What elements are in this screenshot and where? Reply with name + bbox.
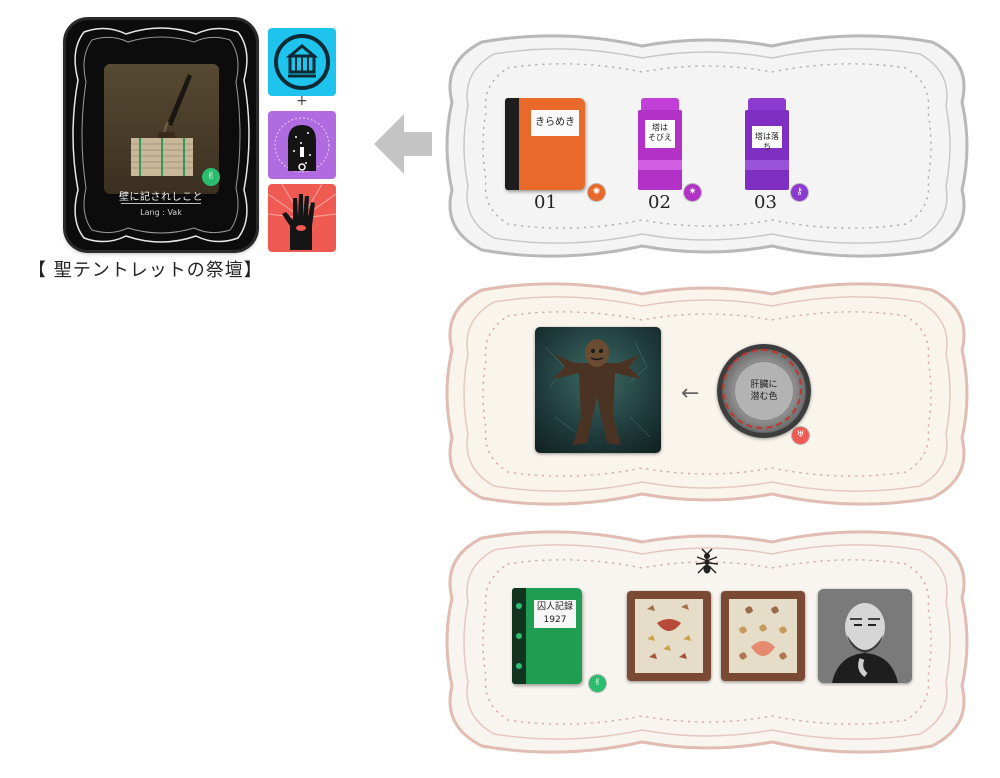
coin-ring	[722, 349, 802, 429]
colour-in-the-liver-coin[interactable]: 肝臓に潜む色	[717, 344, 811, 438]
ghostly-figure-painting[interactable]	[535, 327, 661, 453]
fish-panel	[445, 282, 969, 506]
key-aspect-icon: ⚷	[791, 184, 808, 201]
moth-specimen-frame[interactable]	[627, 591, 711, 681]
forge-aspect-icon: ✺	[588, 184, 605, 201]
card-frame	[72, 27, 250, 243]
card-art	[104, 64, 219, 194]
vial-label: 塔は そびえ	[645, 120, 675, 148]
coin-label: 肝臓に潜む色	[733, 360, 795, 422]
card-title: 壁に記されしこと	[119, 192, 203, 203]
butterfly-specimen-frame[interactable]	[721, 591, 805, 681]
knock-aspect-icon: ✌	[589, 675, 606, 692]
lantern-principle-icon[interactable]	[268, 28, 336, 96]
knock-aspect-icon: ✌	[202, 168, 220, 186]
slot-number-01: 01	[534, 192, 557, 213]
vial-label: 塔は落ち	[752, 126, 782, 151]
altar-card[interactable]: ✌ 壁に記されしこと Lang : Vak	[66, 20, 256, 250]
vial-tower-falls[interactable]: 塔は落ち	[745, 98, 789, 190]
slot-number-02: 02	[648, 192, 671, 213]
plus-sign: +	[296, 93, 308, 109]
book-title: きらめき	[531, 110, 579, 136]
slot-number-03: 03	[754, 192, 777, 213]
star-aspect-icon: ✷	[684, 184, 701, 201]
card-language: Lang : Vak	[140, 208, 182, 217]
bearded-man-portrait[interactable]	[818, 589, 912, 683]
vial-tower-rises[interactable]: 塔は そびえ	[638, 98, 682, 190]
card-divider	[121, 203, 201, 204]
edge-hand-icon[interactable]	[268, 184, 336, 252]
grail-aspect-icon: ♅	[792, 427, 809, 444]
ant-icon	[695, 548, 719, 574]
book-spine	[512, 588, 526, 684]
book-spine	[505, 98, 519, 190]
door-of-stars-icon[interactable]	[268, 111, 336, 179]
left-arrow-icon	[374, 114, 432, 174]
book-kirameki[interactable]: きらめき	[505, 98, 585, 190]
books-panel	[445, 34, 969, 258]
altar-caption: 【 聖テントレットの祭壇】	[28, 260, 263, 281]
left-arrow-icon: ←	[681, 381, 700, 406]
